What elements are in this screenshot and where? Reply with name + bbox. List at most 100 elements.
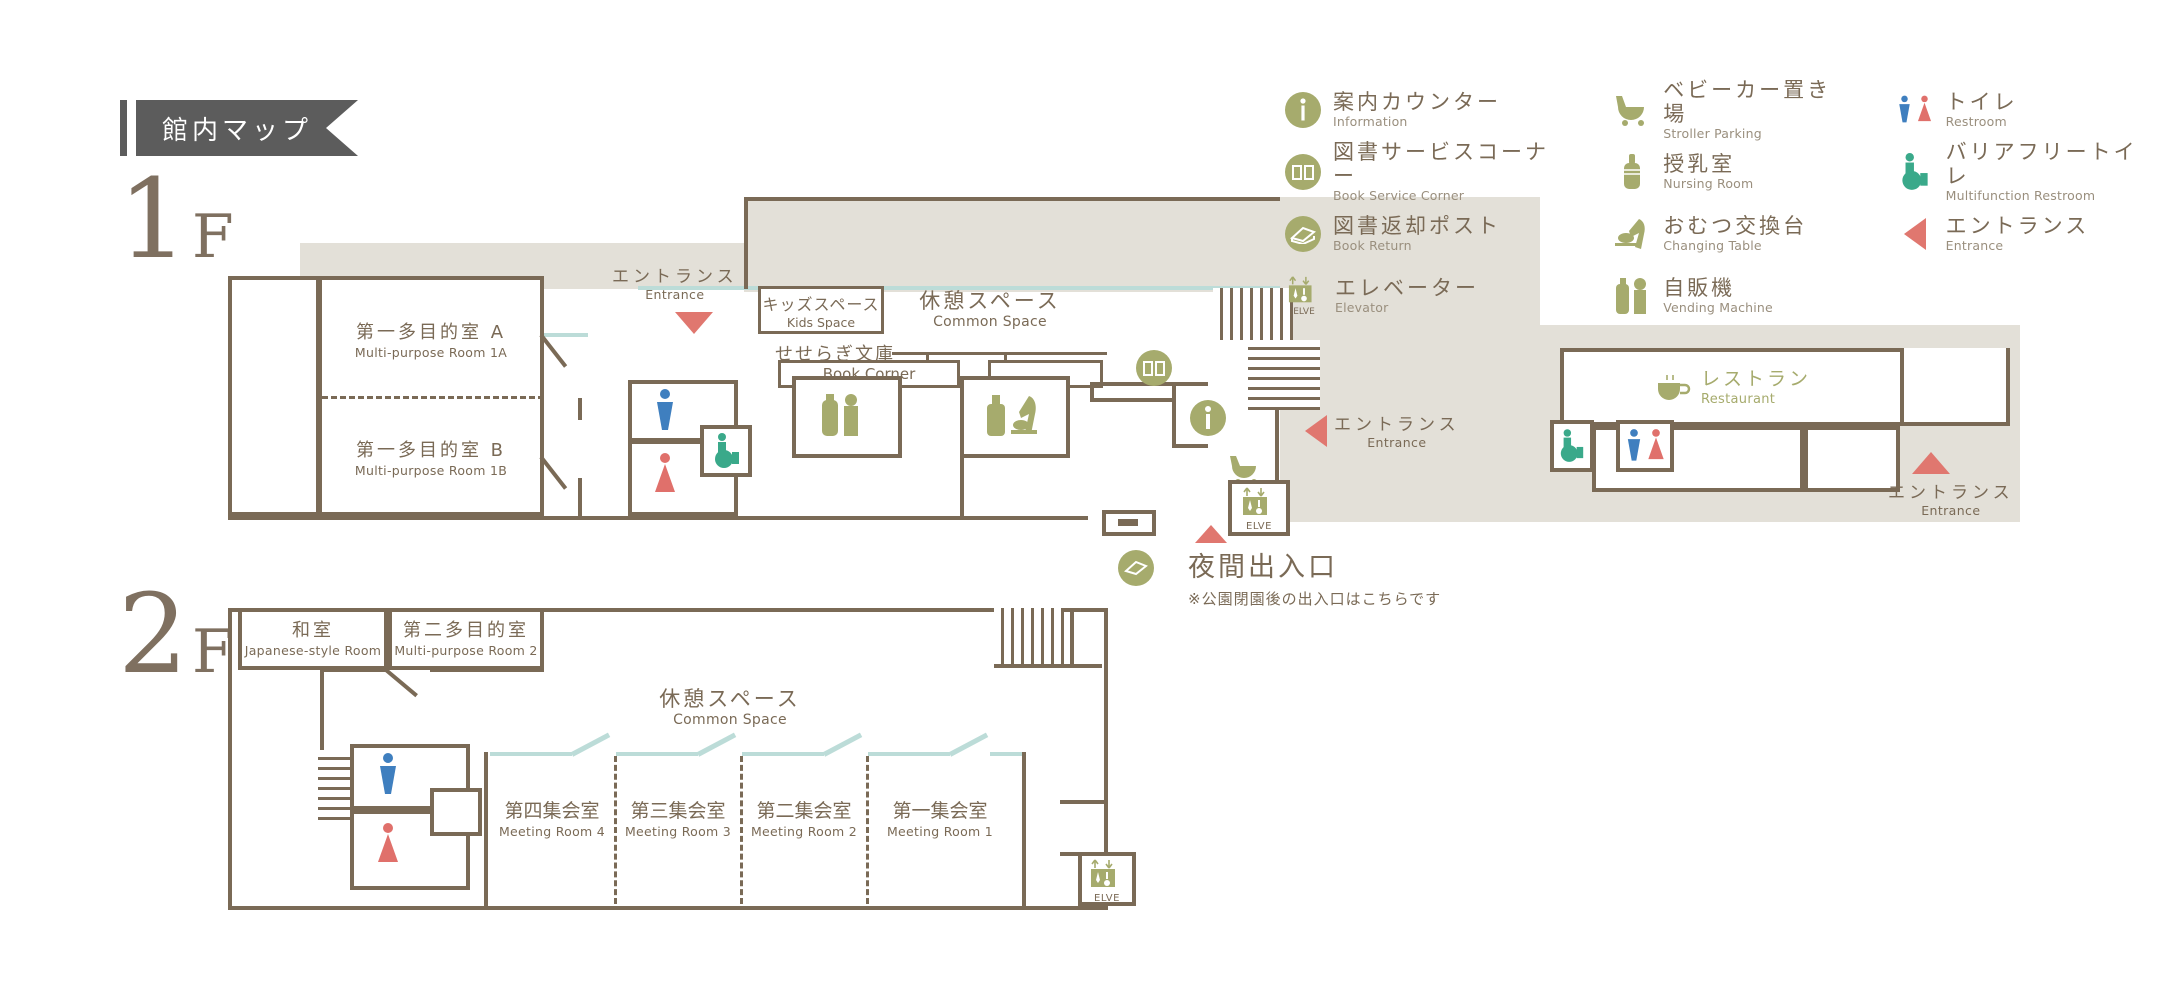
entrance-label-east: エントランス Entrance xyxy=(1334,410,1460,450)
legend-item-nursing-room: 授乳室 Nursing Room xyxy=(1613,150,1853,194)
floor-number-1: 1 xyxy=(118,155,188,283)
legend: 案内カウンター Information 図書サービスコーナー Book Serv… xyxy=(1285,79,2160,318)
label-kids-ja: キッズスペース xyxy=(762,294,880,314)
legend-column-2: ベビーカー置き場 Stroller Parking 授乳室 Nursing Ro… xyxy=(1613,79,1853,318)
entrance-restaurant-ja: エントランス xyxy=(1888,483,2014,503)
label-mp1a-en: Multi-purpose Room 1A xyxy=(354,344,508,360)
entrance-icon-restaurant xyxy=(1912,452,1950,474)
restroom-icon xyxy=(1896,90,1934,130)
entrance-triangle xyxy=(1903,218,1926,250)
room-nursing-1f xyxy=(960,376,1070,458)
sliding-door-2a xyxy=(742,752,824,756)
label-common-2f-ja: 休憩スペース xyxy=(659,687,801,711)
changing-table-icon xyxy=(1613,217,1651,251)
page-title: 館内マップ xyxy=(162,115,313,146)
female-restroom-icon-2f xyxy=(378,823,398,862)
plaza-plate-right xyxy=(1280,197,1540,522)
label-multipurpose-2: 第二多目的室 Multi-purpose Room 2 xyxy=(388,620,544,658)
doorjamb-2 xyxy=(578,478,582,518)
label-multipurpose-1b: 第一多目的室 B Multi-purpose Room 1B xyxy=(318,440,544,478)
entrance-main-ja: エントランス xyxy=(612,267,738,287)
label-mp1a-ja: 第一多目的室 A xyxy=(355,322,507,343)
label-common-1f-ja: 休憩スペース xyxy=(919,289,1061,313)
label-common-space-1f: 休憩スペース Common Space xyxy=(880,288,1100,332)
multifunction-restroom-icon-1f xyxy=(715,433,739,468)
multifunction-restroom-icon-restaurant xyxy=(1560,429,1584,462)
counter-left xyxy=(1090,382,1094,402)
label-m4-en: Meeting Room 4 xyxy=(498,823,606,839)
room-japanese-style xyxy=(238,608,388,670)
legend-item-elevator: ELVE エレベーター Elevator xyxy=(1285,274,1571,318)
night-entrance-block: 夜間出入口 ※公園閉園後の出入口はこちらです xyxy=(1188,545,1441,609)
stairs-2f-ne xyxy=(994,608,1070,666)
legend-item-vending-machine: 自販機 Vending Machine xyxy=(1613,274,1853,318)
label-multipurpose-1a: 第一多目的室 A Multi-purpose Room 1A xyxy=(318,322,544,360)
legend-item-book-service-corner: 図書サービスコーナー Book Service Corner xyxy=(1285,141,1571,203)
nursing-room-icon xyxy=(1613,153,1651,191)
legend-item-multifunction-restroom: バリアフリートイレ Multifunction Restroom xyxy=(1896,141,2160,203)
wall-stair-ne xyxy=(994,664,1102,668)
legend-item-stroller-parking: ベビーカー置き場 Stroller Parking xyxy=(1613,79,1853,141)
vending-machine-icon-1f xyxy=(822,394,858,436)
wall-meeting-east xyxy=(1022,752,1026,906)
floor-suffix-2: F xyxy=(192,617,234,687)
elevator-label-1f: ELVE xyxy=(1246,521,1272,532)
facade-line-2 xyxy=(638,286,743,290)
label-mp2-en: Multi-purpose Room 2 xyxy=(394,642,538,658)
legend-multifunction-ja: バリアフリートイレ xyxy=(1945,140,2138,188)
legend-elevator-ja: エレベーター xyxy=(1335,275,1479,300)
label-meeting-room-3: 第三集会室 Meeting Room 3 xyxy=(616,800,740,839)
legend-restroom-en: Restroom xyxy=(1945,114,2007,130)
label-m1-ja: 第一集会室 xyxy=(892,800,988,822)
entrance-label-restaurant: エントランス Entrance xyxy=(1888,478,2014,518)
sliding-door-4a xyxy=(490,752,572,756)
doorjamb-1 xyxy=(578,398,582,420)
nursing-and-changing-icon-1f xyxy=(987,395,1037,436)
vending-machine-icon xyxy=(1613,276,1651,316)
entrance-restaurant-en: Entrance xyxy=(1921,503,1981,518)
elevator-label-2f: ELVE xyxy=(1094,893,1120,904)
legend-item-book-return: 図書返却ポスト Book Return xyxy=(1285,212,1571,256)
label-m2-ja: 第二集会室 xyxy=(756,800,852,822)
male-restroom-icon-2f xyxy=(380,753,396,794)
sliding-door-1b xyxy=(948,732,989,757)
wall-north-1f xyxy=(744,197,1280,201)
label-common-space-2f: 休憩スペース Common Space xyxy=(620,686,840,730)
label-meeting-room-4: 第四集会室 Meeting Room 4 xyxy=(490,800,614,839)
label-washitsu-ja: 和室 xyxy=(292,620,334,641)
wall-south-2f xyxy=(228,906,1108,910)
book-service-corner-icon xyxy=(1285,154,1321,190)
facade-line-3 xyxy=(770,286,1280,290)
facade-line-4 xyxy=(528,333,588,337)
legend-book-service-en: Book Service Corner xyxy=(1333,187,1465,203)
label-m3-en: Meeting Room 3 xyxy=(624,823,732,839)
multifunction-restroom-icon xyxy=(1896,152,1934,192)
legend-item-entrance: エントランス Entrance xyxy=(1896,212,2160,256)
divider-m2-m1 xyxy=(866,756,869,904)
legend-nursing-ja: 授乳室 xyxy=(1663,151,1736,176)
wall-nursing-side xyxy=(960,440,964,516)
entrance-label-main: エントランス Entrance xyxy=(612,262,738,302)
night-entrance-note: ※公園閉園後の出入口はこちらです xyxy=(1188,590,1442,608)
floor-label-2: 2F xyxy=(118,579,234,689)
legend-book-service-ja: 図書サービスコーナー xyxy=(1333,140,1549,188)
wall-south-1f xyxy=(228,516,1088,520)
room-restroom-restaurant xyxy=(1616,420,1674,472)
label-common-2f-en: Common Space xyxy=(673,712,787,729)
information-icon-plan xyxy=(1190,400,1226,436)
legend-restroom-ja: トイレ xyxy=(1945,89,2018,114)
entrance-icon-main xyxy=(675,312,713,334)
legend-column-3: トイレ Restroom バリアフリートイレ Multifunction Res… xyxy=(1896,88,2160,318)
wall-mp2-south xyxy=(430,668,544,672)
legend-book-return-ja: 図書返却ポスト xyxy=(1333,213,1501,238)
label-mp1b-ja: 第一多目的室 B xyxy=(355,440,507,461)
book-return-icon-plan xyxy=(1118,550,1154,586)
room-restroom-male-1f xyxy=(628,380,738,442)
stairs-1f-vertical xyxy=(1213,288,1297,340)
stroller-parking-icon xyxy=(1613,93,1651,127)
legend-stroller-en: Stroller Parking xyxy=(1663,125,1762,141)
legend-entrance-en: Entrance xyxy=(1945,238,2004,254)
room-restroom-multifunction-2f xyxy=(430,788,482,836)
information-icon xyxy=(1285,92,1321,128)
